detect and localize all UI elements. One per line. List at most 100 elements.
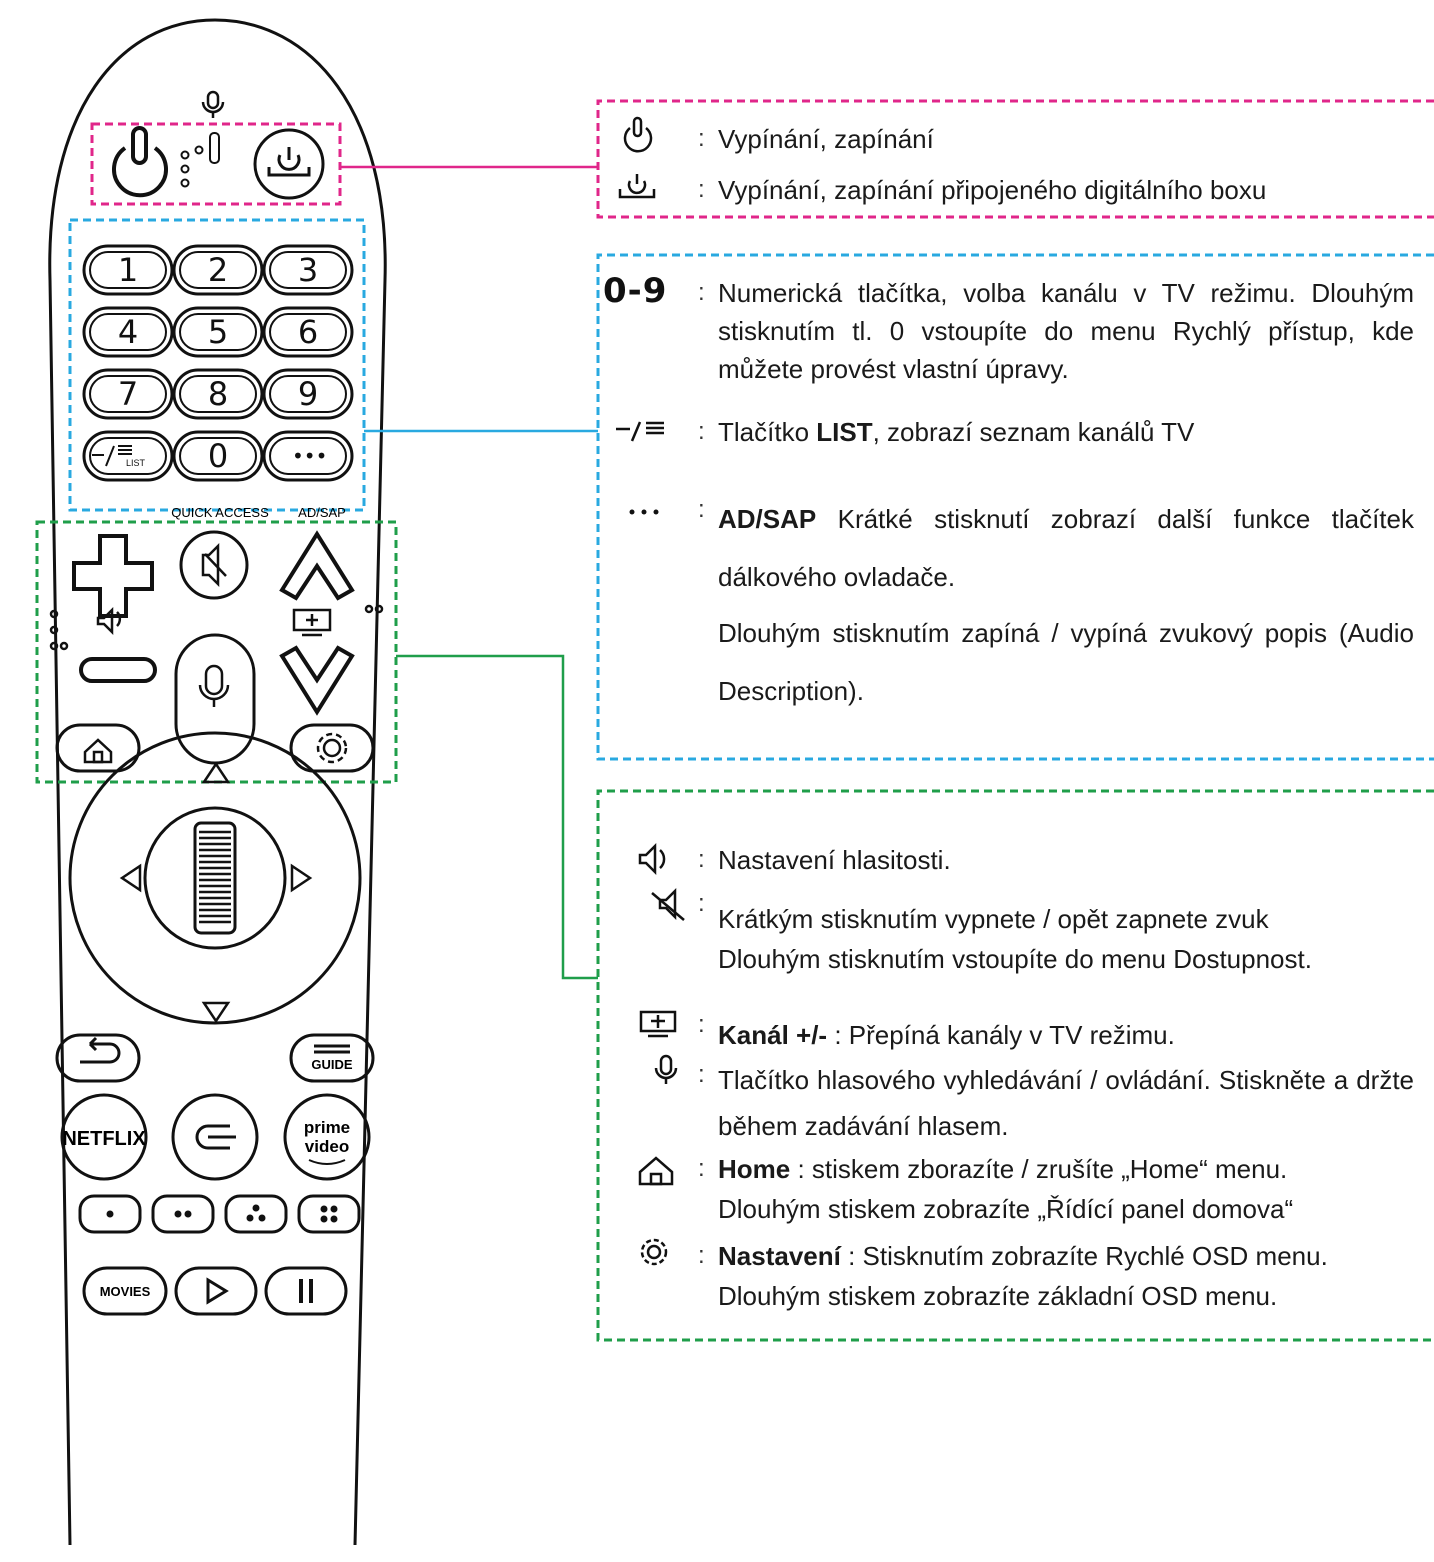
- stb-power-icon: [618, 174, 656, 199]
- movies-button-drawing: [82, 1266, 168, 1316]
- numeric-key-label: 1: [117, 251, 139, 289]
- numeric-key-inner: [179, 313, 257, 351]
- power-group-box: [90, 122, 342, 206]
- numeric-key-inner: [269, 437, 347, 475]
- numeric-key-inner: [89, 251, 167, 289]
- numeric-label: 0-9: [603, 271, 668, 311]
- settings-button-drawing: [289, 723, 375, 773]
- mute-desc-2: Dlouhým stisknutím vstoupíte do menu Dos…: [718, 944, 1312, 974]
- input-button-drawing: [171, 1093, 259, 1181]
- movies-key-label: MOVIES: [100, 1284, 151, 1299]
- numeric-key-label: 7: [117, 375, 139, 413]
- guide-button-drawing: [289, 1033, 375, 1083]
- list-icon: [616, 421, 664, 442]
- numeric-key-outline: [262, 244, 354, 296]
- play-button-drawing: [174, 1266, 258, 1316]
- numeric-key-inner: [89, 437, 167, 475]
- control-leader-line: [396, 654, 598, 980]
- numeric-key-outline: [82, 244, 174, 296]
- numeric-key-outline: [82, 368, 174, 420]
- netflix-key-label: NETFLIX: [62, 1128, 146, 1150]
- volume-plus-drawing: [72, 534, 154, 618]
- numeric-key-label: 3: [297, 251, 319, 289]
- numeric-legend-box: [596, 253, 1434, 761]
- wheel-ring-drawing: [143, 806, 287, 950]
- numeric-key-outline: [172, 430, 264, 482]
- prime-key-label-1: prime: [304, 1118, 350, 1137]
- numeric-keys: [82, 244, 354, 482]
- channel-icon: [639, 1010, 677, 1038]
- back-button-drawing: [55, 1033, 141, 1083]
- home-button-drawing: [55, 723, 141, 773]
- mic-top-icon: [201, 90, 225, 118]
- stb-power-desc: Vypínání, zapínání připojeného digitální…: [718, 175, 1267, 205]
- numeric-group-box: [68, 218, 366, 512]
- settings-icon: [640, 1238, 668, 1266]
- more-key-dots: •••: [292, 444, 328, 468]
- numeric-key-inner: [179, 375, 257, 413]
- numeric-key-outline: [172, 368, 264, 420]
- numeric-key-outline: [172, 306, 264, 358]
- numeric-key-label: 0: [207, 437, 229, 475]
- numeric-key-outline: [82, 306, 174, 358]
- numeric-key-inner: [89, 313, 167, 351]
- numeric-key-label: 2: [207, 251, 229, 289]
- power-button-drawing: [112, 126, 168, 198]
- numeric-key-label: 4: [117, 313, 139, 351]
- channel-desc: Kanál +/- : Přepíná kanály v TV režimu.: [718, 1020, 1175, 1050]
- volume-desc: Nastavení hlasitosti.: [718, 845, 951, 875]
- numeric-desc: Numerická tlačítka, volba kanálu v TV re…: [718, 278, 1414, 384]
- channel-down-drawing: [279, 645, 355, 716]
- list-desc: Tlačítko LIST, zobrazí seznam kanálů TV: [718, 417, 1195, 447]
- prime-button-drawing: [283, 1093, 371, 1181]
- quick-access-label: QUICK ACCESS: [171, 505, 269, 520]
- indicator-dots: [180, 132, 220, 188]
- numeric-key-inner: [179, 437, 257, 475]
- numeric-key-outline: [172, 244, 264, 296]
- settings-desc: Nastavení : Stisknutím zobrazíte Rychlé …: [718, 1241, 1328, 1271]
- mute-desc-1: Krátkým stisknutím vypnete / opět zapnet…: [718, 904, 1269, 934]
- netflix-button-drawing: [60, 1093, 148, 1181]
- pause-button-drawing: [264, 1266, 348, 1316]
- ad-sap-label: AD/SAP: [298, 505, 346, 520]
- power-icon: [623, 116, 653, 153]
- volume-minus-drawing: [79, 657, 157, 683]
- numeric-key-label: 8: [207, 375, 229, 413]
- numeric-key-label: 9: [297, 375, 319, 413]
- remote-body-outline: [48, 18, 387, 1546]
- more-dots-icon: [629, 509, 659, 515]
- numeric-key-outline: [262, 306, 354, 358]
- numeric-key-inner: [179, 251, 257, 289]
- numeric-key-inner: [269, 375, 347, 413]
- home-icon: [638, 1156, 674, 1186]
- numeric-key-outline: [82, 430, 174, 482]
- numeric-key-inner: [89, 375, 167, 413]
- numeric-key-inner: [269, 251, 347, 289]
- control-legend-box: [596, 789, 1434, 1342]
- home-desc: Home : stiskem zborazíte / zrušíte „Home…: [718, 1154, 1288, 1184]
- nav-ring-drawing: [68, 731, 362, 1025]
- numeric-key-outline: [262, 368, 354, 420]
- voice-desc: Tlačítko hlasového vyhledávání / ovládán…: [718, 1065, 1414, 1141]
- adsap-desc: AD/SAP Krátké stisknutí zobrazí další fu…: [718, 504, 1414, 592]
- mute-icon: [651, 887, 685, 921]
- home-long-desc: Dlouhým stiskem zobrazíte „Řídící panel …: [718, 1194, 1294, 1224]
- scroll-wheel-drawing: [193, 821, 237, 935]
- voice-icon: [654, 1054, 678, 1084]
- numeric-key-label: 5: [207, 313, 229, 351]
- settings-long-desc: Dlouhým stiskem zobrazíte základní OSD m…: [718, 1281, 1278, 1311]
- volume-icon: [638, 842, 666, 876]
- channel-up-drawing: [279, 530, 355, 601]
- voice-button-drawing: [174, 633, 256, 765]
- adsap-long-desc: Dlouhým stisknutím zapíná / vypíná zvuko…: [718, 618, 1414, 706]
- numeric-key-label: 6: [297, 313, 319, 351]
- numeric-key-inner: [269, 313, 347, 351]
- guide-key-label: GUIDE: [311, 1057, 353, 1072]
- prime-key-label-2: video: [305, 1137, 349, 1156]
- power-legend-box: [596, 99, 1434, 219]
- mute-button-drawing: [179, 530, 249, 600]
- stb-power-button-drawing: [253, 128, 325, 200]
- power-desc: Vypínání, zapínání: [718, 124, 934, 154]
- numeric-key-outline: [262, 430, 354, 482]
